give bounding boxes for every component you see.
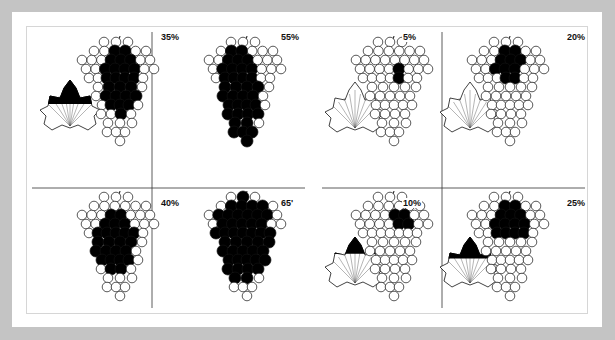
divider bbox=[322, 188, 585, 189]
divider bbox=[32, 188, 305, 189]
leaf bbox=[440, 237, 500, 287]
grape-cluster bbox=[40, 36, 159, 146]
percentage-label: 25% bbox=[566, 198, 586, 208]
leaf bbox=[325, 82, 385, 132]
percentage-label: 5% bbox=[402, 32, 417, 42]
grape-cluster bbox=[440, 191, 549, 301]
grape-cluster bbox=[440, 36, 549, 146]
grape-cluster bbox=[204, 191, 286, 301]
percentage-label: 55% bbox=[280, 32, 300, 42]
percentage-label: 20% bbox=[566, 32, 586, 42]
grape-cluster bbox=[325, 191, 433, 301]
grape-cluster bbox=[204, 36, 286, 147]
percentage-label: 35% bbox=[160, 32, 180, 42]
percentage-label: 65' bbox=[280, 198, 294, 208]
grape-cluster bbox=[325, 36, 433, 146]
percentage-label: 10% bbox=[402, 198, 422, 208]
percentage-label: 40% bbox=[160, 198, 180, 208]
leaf bbox=[325, 237, 385, 287]
grape-cluster bbox=[77, 191, 159, 301]
leaf bbox=[440, 82, 500, 132]
leaf bbox=[40, 80, 100, 130]
